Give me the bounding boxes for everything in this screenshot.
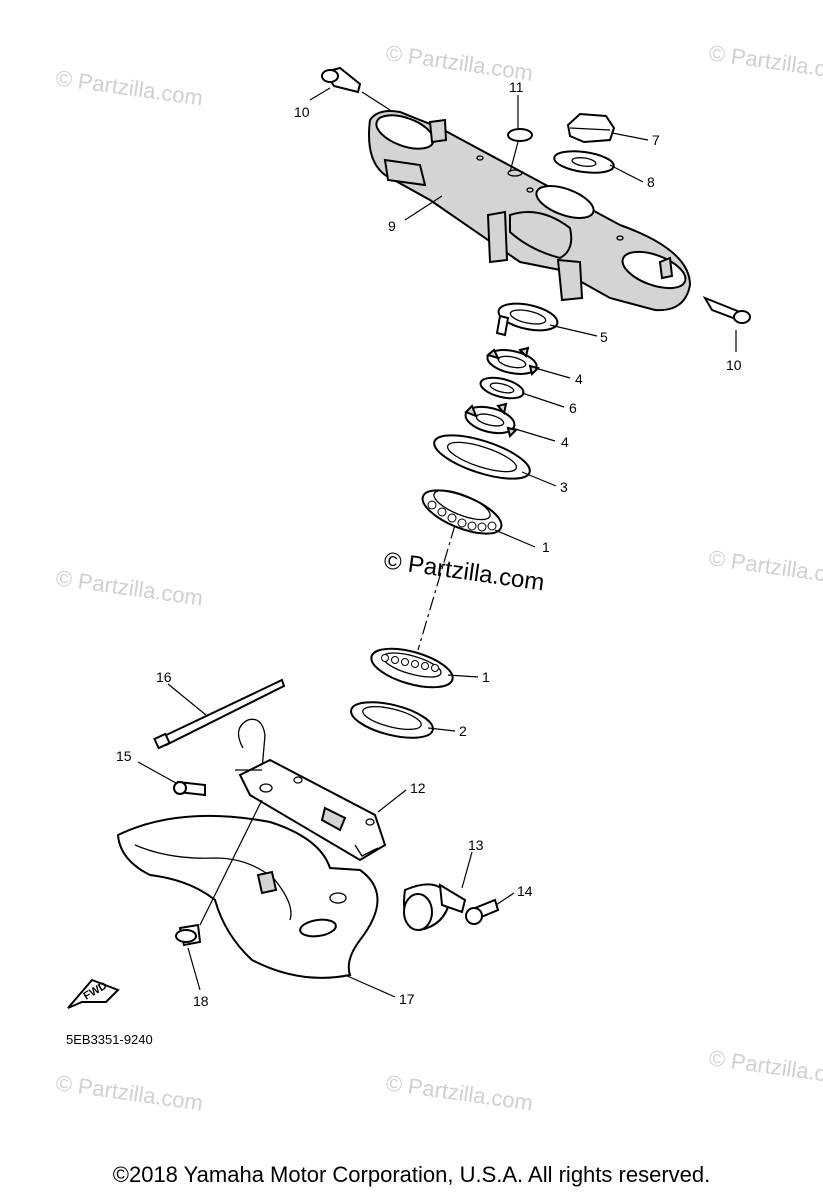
callout-11: 11 <box>509 79 524 95</box>
cover-17 <box>116 814 379 979</box>
bolt-15 <box>173 780 206 797</box>
callout-15: 15 <box>116 748 132 764</box>
callout-12: 12 <box>410 780 426 796</box>
bolt-10-left <box>321 66 362 94</box>
washer-11 <box>507 128 533 142</box>
callout-3: 3 <box>560 479 568 495</box>
callout-4-lower: 4 <box>561 434 569 450</box>
diagram-code: 5EB3351-9240 <box>66 1032 153 1047</box>
callout-1-upper: 1 <box>542 539 550 555</box>
bearing-1-upper <box>421 489 503 535</box>
watermark: © Partzilla.com <box>707 545 823 590</box>
cable-tie-16 <box>153 678 286 750</box>
bolt-10-right <box>702 295 751 324</box>
rubber-washer-6 <box>479 376 525 400</box>
callout-5: 5 <box>600 329 608 345</box>
bracket-12 <box>237 718 387 862</box>
dust-seal-2 <box>350 701 434 739</box>
lock-washer-5 <box>495 302 559 337</box>
bearing-1-lower <box>370 647 454 689</box>
ring-nut-4-upper <box>485 346 540 376</box>
callout-4-upper: 4 <box>575 371 583 387</box>
callout-9: 9 <box>388 218 396 234</box>
callout-6: 6 <box>569 400 577 416</box>
watermark: © Partzilla.com <box>54 565 204 610</box>
callout-17: 17 <box>399 991 415 1007</box>
upper-bracket-part <box>368 110 692 312</box>
clamp-13 <box>403 883 467 932</box>
callout-2: 2 <box>459 723 467 739</box>
callout-14: 14 <box>517 883 533 899</box>
callout-7: 7 <box>652 132 660 148</box>
callout-18: 18 <box>193 993 209 1009</box>
watermark: © Partzilla.com <box>54 65 204 110</box>
callout-8: 8 <box>647 174 655 190</box>
bearing-cover-3 <box>433 434 531 480</box>
copyright-notice: ©2018 Yamaha Motor Corporation, U.S.A. A… <box>112 1162 711 1187</box>
fwd-arrow-icon: FWD <box>67 978 120 1009</box>
washer-8 <box>553 150 615 174</box>
leader-lines <box>137 87 737 998</box>
steering-stem-nut-7 <box>566 112 616 144</box>
callout-labels: 1 1 2 3 4 4 5 6 7 8 9 10 10 11 12 13 14 … <box>116 79 742 1009</box>
ring-nut-4-lower <box>464 402 518 438</box>
watermark: © Partzilla.com <box>384 1070 534 1115</box>
watermark: © Partzilla.com <box>54 1070 204 1115</box>
steering-axis-line <box>417 524 456 651</box>
bolt-14 <box>465 898 500 925</box>
callout-1-lower: 1 <box>482 669 490 685</box>
bolt-18 <box>175 923 202 947</box>
callout-10-left: 10 <box>294 104 310 120</box>
watermark: © Partzilla.com <box>707 40 823 85</box>
watermark-center: © Partzilla.com <box>382 547 546 596</box>
callout-13: 13 <box>468 837 484 853</box>
watermark: © Partzilla.com <box>707 1045 823 1090</box>
callout-16: 16 <box>156 669 172 685</box>
callout-10-right: 10 <box>726 357 742 373</box>
